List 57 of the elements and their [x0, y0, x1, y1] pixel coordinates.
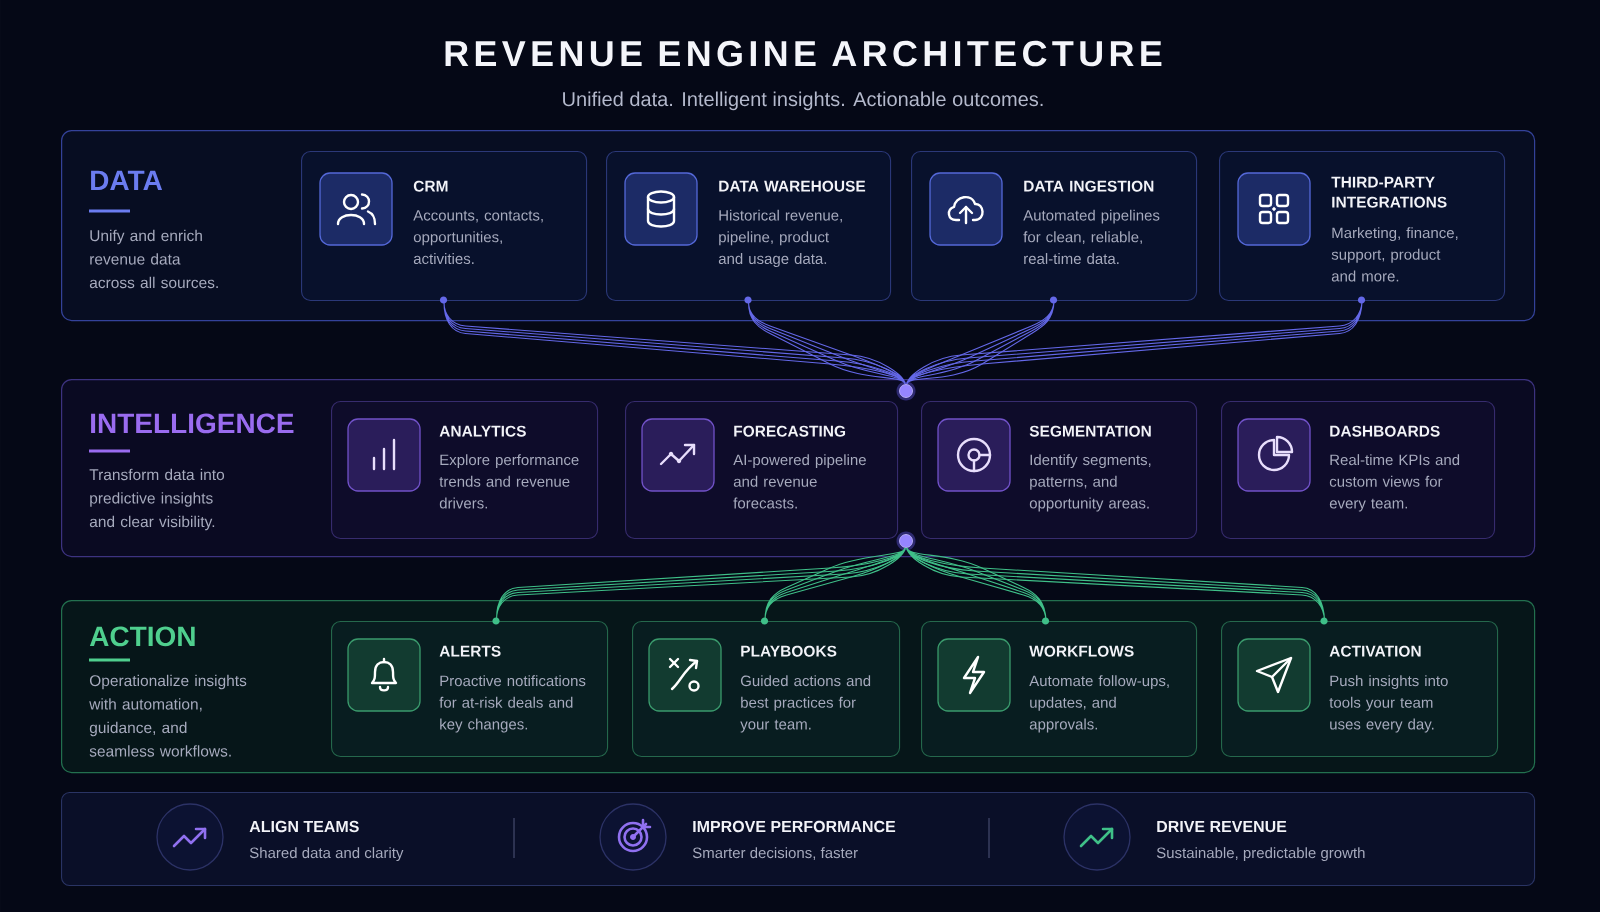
- card-description: Explore performance trends and revenue drivers.: [439, 454, 579, 509]
- benefit-title: IMPROVE PERFORMANCE: [693, 820, 896, 833]
- card-title: ACTIVATION: [1329, 645, 1421, 657]
- card-description: Historical revenue, pipeline, product and usage data.: [718, 209, 842, 267]
- card-title: SEGMENTATION: [1029, 425, 1151, 437]
- card-description: Marketing, finance, support, product and more.: [1331, 227, 1458, 282]
- feature-card: [606, 151, 892, 304]
- card-title: FORECASTING: [734, 425, 846, 437]
- layer-title: ACTION: [89, 626, 195, 647]
- benefit-description: Smarter decisions, faster: [692, 847, 858, 860]
- feature-card: [301, 151, 588, 304]
- card-title: PLAYBOOKS: [741, 645, 837, 657]
- card-description: Real-time KPIs and custom views for every team.: [1329, 454, 1460, 512]
- benefit-description: Sustainable, predictable growth: [1156, 847, 1365, 862]
- connector: [906, 300, 1055, 385]
- feature-card: [921, 401, 1198, 540]
- layer-title: DATA: [91, 170, 163, 190]
- card-description: AI-powered pipeline and revenue forecasts.: [733, 454, 866, 509]
- benefit-title: ALIGN TEAMS: [249, 820, 359, 833]
- card-title: ANALYTICS: [439, 425, 526, 437]
- connector: [906, 547, 1326, 622]
- feature-card: [911, 151, 1198, 304]
- card-title: CRM: [413, 180, 448, 192]
- card-title: WORKFLOWS: [1029, 645, 1134, 657]
- layer-title: INTELLIGENCE: [91, 413, 294, 434]
- junction-dot: [896, 531, 916, 551]
- card-title: THIRD-PARTY INTEGRATIONS: [1331, 176, 1447, 208]
- card-title: DASHBOARDS: [1330, 425, 1440, 437]
- feature-card: [331, 401, 599, 540]
- card-description: Proactive notifications for at-risk deals and key changes.: [439, 675, 586, 733]
- benefit-description: Shared data and clarity: [249, 847, 404, 862]
- feature-card: [1221, 617, 1499, 758]
- card-description: Accounts, contacts, opportunities, activities.: [413, 210, 543, 265]
- card-title: ALERTS: [439, 645, 501, 657]
- connector: [748, 300, 906, 385]
- card-description: Guided actions and best practices for your team.: [740, 675, 871, 733]
- benefit-title: DRIVE REVENUE: [1157, 821, 1287, 833]
- junction-dot: [896, 381, 916, 401]
- card-description: Identify segments, patterns, and opportunity areas.: [1029, 454, 1151, 512]
- layer-description: Transform data into predictive insights and clear visibility.: [89, 468, 225, 531]
- feature-card: [625, 401, 899, 540]
- title: REVENUE ENGINE ARCHITECTURE: [445, 40, 1162, 67]
- feature-card: [1219, 151, 1506, 304]
- card-title: DATA WAREHOUSE: [719, 180, 866, 192]
- connector: [906, 300, 1363, 385]
- card-title: DATA INGESTION: [1024, 180, 1154, 192]
- feature-card: [632, 617, 901, 758]
- card-description: Automated pipelines for clean, reliable, real-time data.: [1023, 209, 1160, 265]
- card-description: Automate follow-ups, updates, and approvals.: [1029, 675, 1169, 733]
- layer-description: Operationalize insights with automation, guidance, and seamless workflows.: [89, 674, 247, 757]
- layer-description: Unify and enrich revenue data across all sources.: [89, 229, 218, 289]
- feature-card: [921, 617, 1198, 758]
- subtitle: Unified data. Intelligent insights. Actionable outcomes.: [563, 91, 1043, 111]
- card-description: Push insights into tools your team uses every day.: [1329, 675, 1448, 733]
- feature-card: [1221, 401, 1496, 540]
- summary-bar: [61, 792, 1536, 887]
- feature-card: [331, 617, 609, 758]
